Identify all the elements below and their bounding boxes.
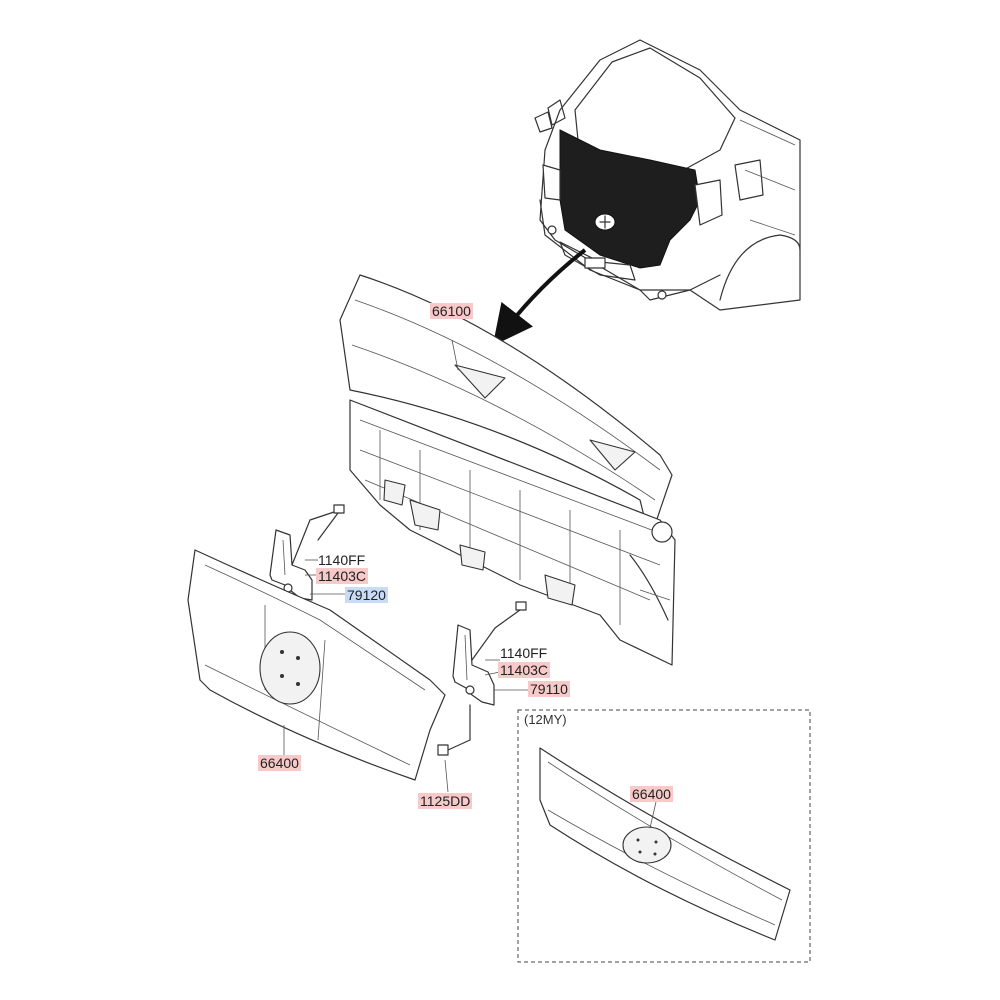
- vehicle-front-illustration: [534, 39, 801, 311]
- label-11403c-a: 11403C: [316, 568, 369, 584]
- label-11403c-b: 11403C: [498, 662, 551, 678]
- leader-11403c-b: [484, 671, 501, 676]
- inset-frame: [517, 709, 811, 963]
- inset-caption: (12MY): [524, 712, 567, 727]
- radiator-grille-66400: [187, 549, 446, 781]
- label-79110: 79110: [528, 681, 570, 697]
- label-79120: 79120: [345, 587, 388, 603]
- hinge-bracket-79110: [452, 601, 527, 741]
- leader-66100: [451, 339, 459, 371]
- label-66100: 66100: [430, 303, 473, 319]
- pointer-arrow: [492, 248, 587, 346]
- label-66400-main: 66400: [258, 755, 301, 771]
- hinge-bracket-79120: [269, 504, 345, 601]
- leader-66400-alt: [649, 801, 657, 829]
- leader-1125dd: [444, 759, 449, 793]
- label-1125dd: 1125DD: [418, 793, 473, 809]
- front-panel-66100: [339, 274, 676, 666]
- screw-1125dd: [437, 739, 471, 756]
- label-1140ff-b: 1140FF: [500, 645, 548, 661]
- label-1140ff-a: 1140FF: [318, 552, 366, 568]
- label-66400-alt: 66400: [630, 786, 673, 802]
- radiator-grille-66400-12my: [539, 747, 791, 941]
